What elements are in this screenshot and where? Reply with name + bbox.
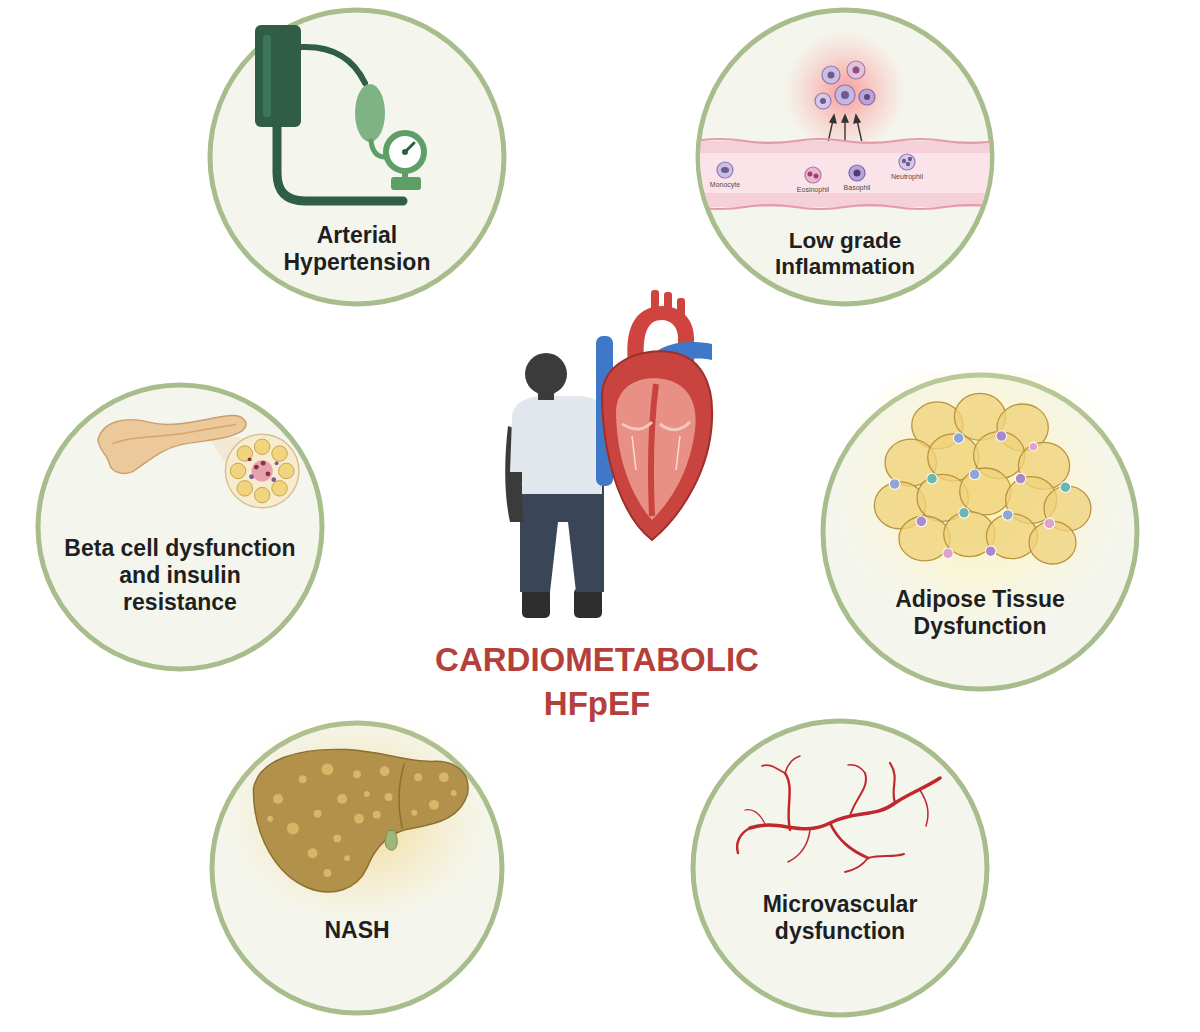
text-area: Beta cell dysfunction and insulin resist… [61,535,299,616]
circle-illustration [255,25,424,201]
circle-illustration [219,710,495,927]
septum [651,384,656,516]
factor-circle: Low grade Inflammation [695,7,995,307]
cell-label: Neutrophil [891,173,923,181]
factor-circle: Beta cell dysfunction and insulin resist… [35,382,325,672]
factor-circle: NASH [209,720,505,1016]
text-area: Low grade Inflammation [745,228,945,281]
cell-label: Basophil [844,184,871,192]
circle-shape [38,385,322,669]
heart-chambers [616,378,696,520]
text-area: Adipose Tissue Dysfunction [873,586,1088,640]
diagram-title: CARDIOMETABOLIC HFpEF [387,638,807,726]
factor-circle: Adipose Tissue Dysfunction [820,372,1140,692]
text-area: Microvascular dysfunction [738,891,943,945]
text-area: NASH [257,917,457,944]
factor-label: Microvascular dysfunction [738,891,943,945]
head [525,353,567,395]
heart-illustration [596,290,712,540]
factor-circle: Microvascular dysfunction [690,718,990,1018]
factor-label: Adipose Tissue Dysfunction [873,586,1088,640]
trousers [520,486,604,592]
shoe [574,588,602,618]
circle-outline [209,720,505,1016]
cell-label: Monocyte [710,181,740,189]
text-area: Arterial Hypertension [257,222,457,276]
shoe [522,588,550,618]
factor-label: Arterial Hypertension [257,222,457,276]
valve [660,422,690,430]
circle-illustration [737,756,940,872]
valve [622,422,652,429]
circle-illustration [98,416,299,508]
circle-outline [35,382,325,672]
circle-outline [820,372,1140,692]
cell-label: Eosinophil [797,186,829,194]
factor-circle: Arterial Hypertension [207,7,507,307]
factor-label: NASH [257,917,457,944]
heart [602,351,712,540]
circle-outline [690,718,990,1018]
circle-illustration [695,30,995,209]
chordae [632,436,680,470]
circle-shape [210,10,504,304]
factor-label: Beta cell dysfunction and insulin resist… [61,535,299,616]
circle-shape [693,721,987,1015]
factor-label: Low grade Inflammation [745,228,945,281]
